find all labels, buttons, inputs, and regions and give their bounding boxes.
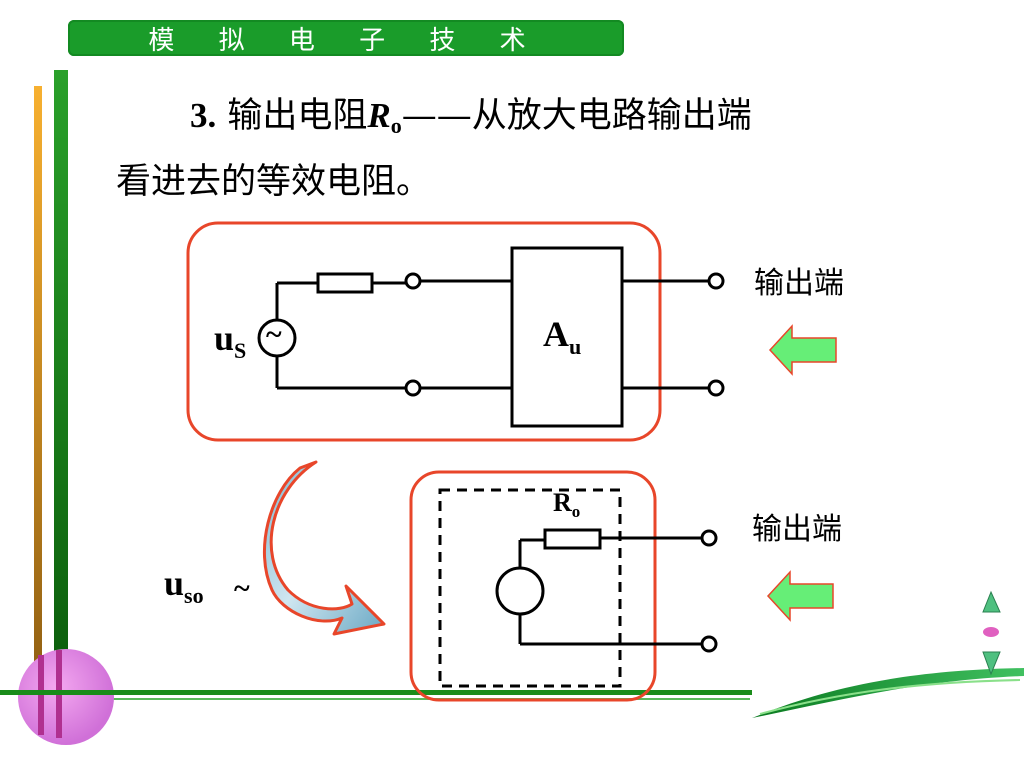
green-side-bar	[54, 70, 68, 710]
left-arrow-icon	[766, 570, 834, 622]
uso-source-glyph: ~	[234, 572, 250, 605]
heading-dash: ——	[401, 96, 472, 136]
source-label-uso: uso	[164, 562, 204, 609]
resistor-label-sub: o	[571, 502, 581, 522]
slide-heading: 3. 输出电阻Ro——从放大电路输出端 看进去的等效电阻。	[116, 88, 936, 210]
course-title: 模 拟 电 子 技 术	[148, 25, 544, 56]
pink-circle-decoration	[18, 649, 114, 745]
nav-dot-icon[interactable]	[983, 627, 999, 637]
output-terminal-top	[707, 272, 725, 290]
output-port-label: 输出端	[754, 266, 844, 301]
heading-line-1: 3. 输出电阻Ro——从放大电路输出端	[116, 88, 936, 154]
circle-cross-horizontal	[14, 690, 114, 695]
equivalent-output-terminal-top	[700, 529, 718, 547]
uso-label-letter: u	[164, 563, 185, 603]
bottom-circuit-frame	[409, 470, 657, 702]
source-label-letter: u	[214, 318, 235, 358]
source-label-sub: S	[234, 338, 247, 364]
bottom-green-line	[0, 690, 752, 695]
amplifier-block	[510, 246, 624, 428]
curved-arrow-icon	[263, 460, 386, 636]
green-swoosh-highlight	[759, 679, 1021, 715]
heading-definition-1: 从放大电路输出端	[471, 96, 752, 136]
input-terminal-top	[404, 272, 422, 290]
amplifier-gain-label: Au	[543, 313, 581, 360]
heading-line-2: 看进去的等效电阻。	[116, 162, 432, 202]
bottom-green-line-thin	[60, 698, 750, 700]
output-terminal-bottom	[707, 379, 725, 397]
series-resistor	[316, 272, 374, 294]
nav-up-icon[interactable]	[982, 590, 1001, 613]
orange-side-bar	[34, 86, 42, 726]
output-resistor-ro	[543, 528, 602, 550]
heading-symbol-sub: o	[390, 113, 402, 138]
equivalent-output-port-label: 输出端	[752, 512, 842, 547]
source-label-us: uS	[214, 317, 246, 364]
nav-down-icon[interactable]	[982, 651, 1001, 676]
resistor-label-letter: R	[553, 488, 572, 517]
green-swoosh-decoration	[752, 668, 1024, 718]
resistor-label-ro: Ro	[553, 488, 580, 522]
ac-source-glyph: ~	[266, 318, 282, 351]
gain-label-sub: u	[569, 334, 582, 360]
equivalent-output-terminal-bottom	[700, 635, 718, 653]
heading-term: 输出电阻	[227, 96, 368, 136]
left-arrow-icon	[768, 324, 837, 376]
course-title-banner: 模 拟 电 子 技 术	[68, 20, 624, 56]
top-circuit-frame	[186, 221, 662, 442]
equivalent-source-symbol	[495, 566, 545, 616]
gain-label-letter: A	[543, 314, 569, 354]
heading-symbol: R	[367, 96, 391, 135]
section-number: 3.	[190, 96, 217, 135]
input-terminal-bottom	[404, 379, 422, 397]
uso-label-sub: so	[184, 583, 204, 609]
equivalent-circuit-dashed-box	[438, 488, 622, 688]
